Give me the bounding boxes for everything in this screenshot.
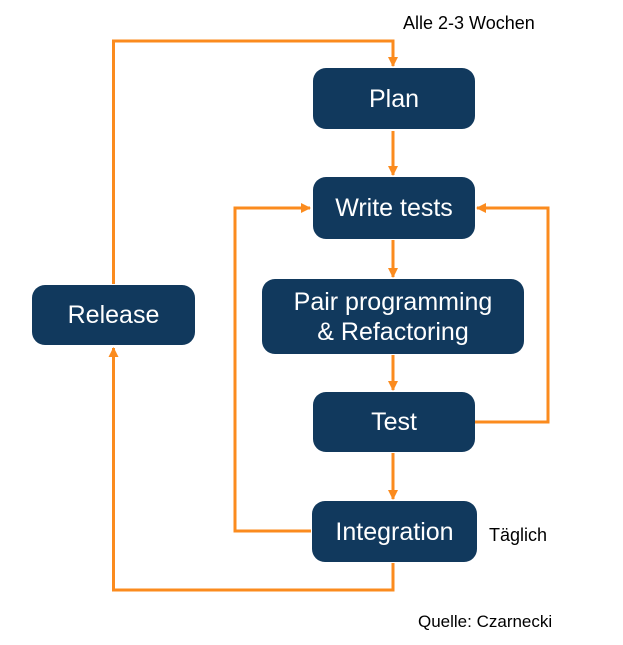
node-plan-label: Plan <box>368 84 420 113</box>
source-label: Quelle: Czarnecki <box>418 612 553 631</box>
node-plan: Plan <box>313 68 475 129</box>
node-pair-programming: Pair programming & Refactoring <box>262 279 524 354</box>
cycle-duration-label: Alle 2-3 Wochen <box>403 13 535 33</box>
node-test-label: Test <box>371 408 417 436</box>
arrow-test-to-write-tests <box>475 203 550 424</box>
node-pair-programming-label-line1: Pair programming <box>293 287 493 316</box>
node-test: Test <box>313 392 475 452</box>
node-release: Release <box>32 285 195 345</box>
node-write-tests: Write tests <box>313 177 475 239</box>
node-pair-programming-label-line2: & Refactoring <box>317 317 469 346</box>
arrow-integration-to-write-tests <box>233 203 311 533</box>
node-release-label: Release <box>67 301 160 329</box>
arrow-release-to-plan <box>112 39 398 284</box>
daily-label: Täglich <box>489 525 548 545</box>
arrow-integration-to-release <box>108 347 395 592</box>
node-integration: Integration <box>312 501 477 562</box>
node-write-tests-label: Write tests <box>335 194 453 222</box>
node-integration-label: Integration <box>335 517 454 546</box>
